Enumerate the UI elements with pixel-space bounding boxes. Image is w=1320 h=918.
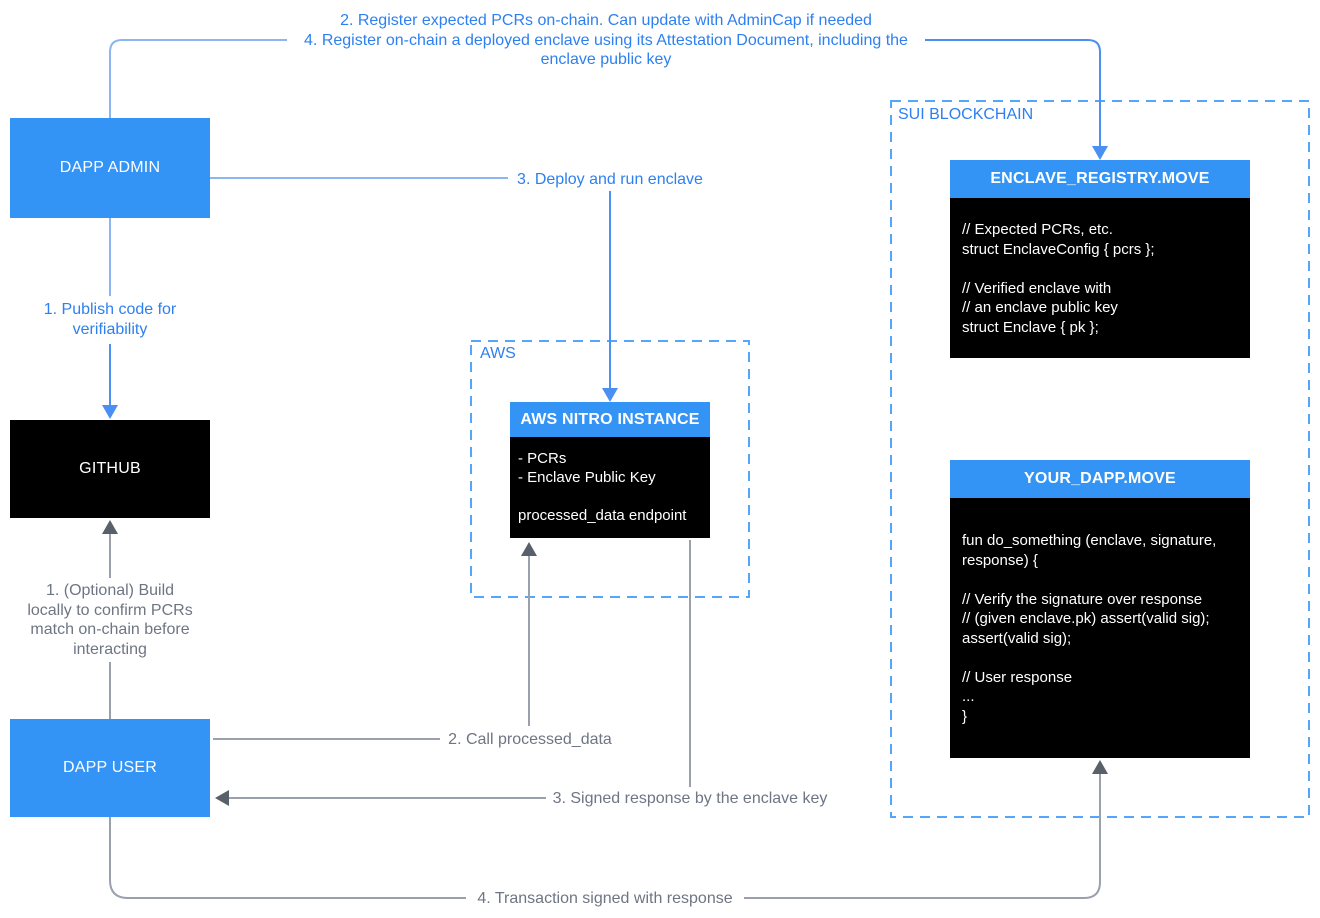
code-line: // Verified enclave with [962, 279, 1112, 297]
code-line: assert(valid sig); [962, 629, 1072, 647]
panel-your-dapp-title: YOUR_DAPP.MOVE [950, 460, 1250, 498]
label-call-processed-data: 2. Call processed_data [448, 731, 612, 748]
label-optional-line3: match on-chain before [30, 621, 190, 638]
arrowhead-up-icon [521, 542, 537, 556]
panel-aws-nitro-body: - PCRs - Enclave Public Key processed_da… [510, 437, 710, 538]
arrowhead-up-icon [102, 520, 118, 534]
arrow-call-processed-data [213, 542, 537, 740]
label-publish: 1. Publish code for verifiability [20, 300, 200, 340]
label-register-line3: enclave public key [540, 51, 672, 68]
arrow-publish-code [102, 218, 118, 419]
label-register-line1: 2. Register expected PCRs on-chain. Can … [340, 12, 872, 29]
label-optional-build: 1. (Optional) Build locally to confirm P… [5, 581, 215, 659]
node-dapp-user: DAPP USER [10, 719, 210, 817]
code-line: // (given enclave.pk) assert(valid sig); [962, 610, 1210, 627]
sui-zone-label: SUI BLOCKCHAIN [898, 106, 1034, 123]
code-line [962, 648, 1242, 668]
code-line: response) { [962, 551, 1038, 569]
code-line: // an enclave public key [962, 299, 1118, 316]
label-register-note: 2. Register expected PCRs on-chain. Can … [166, 11, 1046, 70]
code-line: processed_data endpoint [518, 507, 687, 524]
arrow-signed-response [215, 540, 691, 806]
code-line: // Verify the signature over response [962, 590, 1203, 608]
panel-enclave-registry: ENCLAVE_REGISTRY.MOVE // Expected PCRs, … [950, 160, 1250, 358]
label-publish-line2: verifiability [72, 321, 148, 338]
code-line: // Expected PCRs, etc. [962, 221, 1113, 238]
label-signed-response: 3. Signed response by the enclave key [552, 790, 828, 807]
node-dapp-admin: DAPP ADMIN [10, 118, 210, 218]
code-line: // User response [962, 668, 1073, 686]
code-line: } [962, 707, 968, 725]
panel-your-dapp-body: fun do_something (enclave, signature, re… [950, 498, 1250, 758]
arrow-optional-build [102, 520, 118, 719]
code-line: fun do_something (enclave, signature, [962, 532, 1217, 549]
panel-enclave-registry-body: // Expected PCRs, etc. struct EnclaveCon… [950, 198, 1250, 358]
arrow-deploy-enclave [210, 177, 618, 402]
panel-aws-nitro-title: AWS NITRO INSTANCE [510, 402, 710, 437]
label-register-line2: 4. Register on-chain a deployed enclave … [304, 31, 908, 49]
label-publish-line1: 1. Publish code for [43, 301, 177, 318]
arrowhead-down-icon [102, 405, 118, 419]
code-line: ... [962, 688, 975, 705]
panel-your-dapp: YOUR_DAPP.MOVE fun do_something (enclave… [950, 460, 1250, 758]
panel-aws-nitro: AWS NITRO INSTANCE - PCRs - Enclave Publ… [510, 402, 710, 538]
arrow-transaction-signed [109, 760, 1108, 899]
label-transaction-signed: 4. Transaction signed with response [477, 890, 733, 907]
arrow-register-pcrs [109, 39, 1108, 160]
arrowhead-down-icon [1092, 146, 1108, 160]
label-deploy: 3. Deploy and run enclave [517, 171, 703, 188]
label-optional-line2: locally to confirm PCRs [27, 601, 193, 619]
node-github-label: GITHUB [79, 460, 141, 477]
code-line: struct Enclave { pk }; [962, 318, 1099, 336]
node-dapp-admin-label: DAPP ADMIN [59, 159, 161, 176]
arrowhead-left-icon [215, 790, 229, 806]
panel-enclave-registry-title: ENCLAVE_REGISTRY.MOVE [950, 160, 1250, 198]
arrowhead-up-icon [1092, 760, 1108, 774]
code-line: - Enclave Public Key [518, 469, 656, 486]
code-line [962, 570, 1242, 590]
code-line [962, 259, 1240, 279]
code-line: struct EnclaveConfig { pcrs }; [962, 240, 1155, 258]
arrowhead-down-icon [602, 388, 618, 402]
label-optional-line4: interacting [73, 640, 147, 658]
code-line: - PCRs [518, 450, 567, 467]
code-line [518, 487, 702, 506]
node-dapp-user-label: DAPP USER [63, 759, 157, 776]
node-github: GITHUB [10, 420, 210, 518]
label-optional-line1: 1. (Optional) Build [45, 582, 175, 599]
aws-zone-label: AWS [480, 345, 516, 362]
